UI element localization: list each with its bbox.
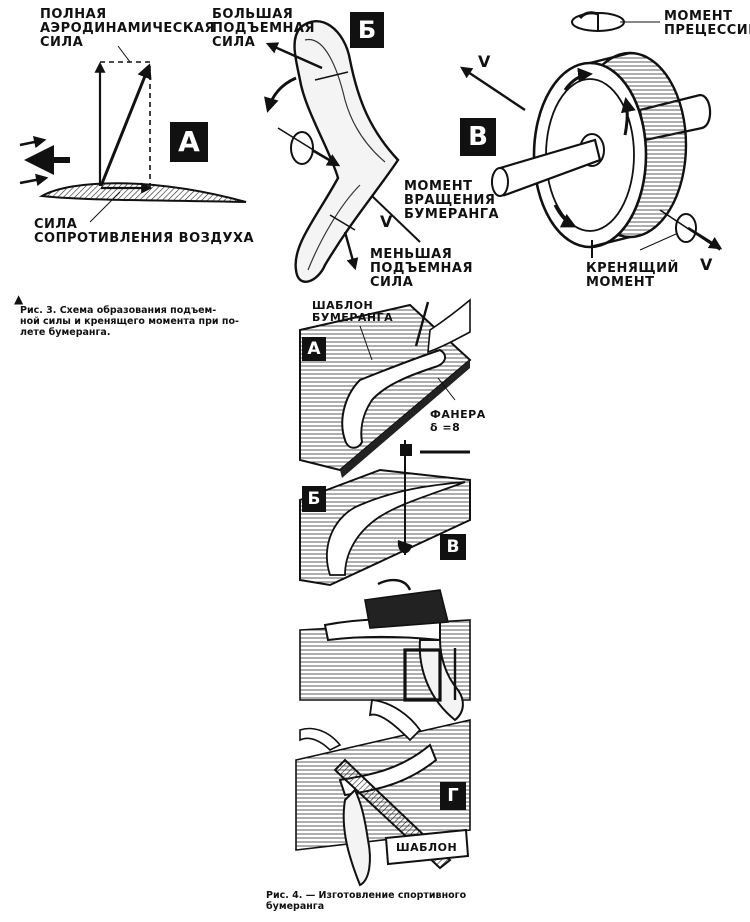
smaller-lift-label: МЕНЬШАЯ ПОДЪЕМНАЯ СИЛА [370,247,473,290]
step-v-badge: В [440,534,466,560]
step-g-badge: Г [440,782,466,810]
template-plate-label: ШАБЛОН [396,841,458,854]
velocity-label-top: V [478,52,491,71]
boomerang-rotation-moment-label: МОМЕНТ ВРАЩЕНИЯ БУМЕРАНГА [404,179,500,222]
caption-marker: ▲ [14,292,24,306]
manufacturing-illustration [295,298,472,887]
panel-v-badge: В [460,118,496,156]
boomerang-diagram [264,20,421,283]
figure-4-caption: Рис. 4. — Изготовление спортивного бумер… [266,890,467,912]
bigger-lift-label: БОЛЬШАЯ ПОДЪЕМНАЯ СИЛА [212,7,315,50]
air-drag-force-label: СИЛА СОПРОТИВЛЕНИЯ ВОЗДУХА [34,217,255,246]
airfoil-diagram [19,45,247,223]
boomerang-template-label: ШАБЛОН БУМЕРАНГА [312,299,394,324]
velocity-label-bottom: V [700,255,713,274]
heeling-moment-label: КРЕНЯЩИЙ МОМЕНТ [586,261,679,290]
step-a-badge: А [302,337,326,361]
step-b-badge: Б [302,486,326,512]
panel-b-badge: Б [350,12,384,48]
plywood-label: ФАНЕРА δ =8 [430,408,486,434]
velocity-label-b: V [380,212,393,231]
full-aerodynamic-force-label: ПОЛНАЯ АЭРОДИНАМИЧЕСКАЯ СИЛА [40,7,216,50]
panel-a-badge: А [170,122,208,162]
gyroscope-diagram [460,11,723,258]
precession-moment-label: МОМЕНТ ПРЕЦЕССИИ [664,9,750,38]
figure-3-caption: Рис. 3. Схема образования подъем- ной си… [20,305,239,338]
